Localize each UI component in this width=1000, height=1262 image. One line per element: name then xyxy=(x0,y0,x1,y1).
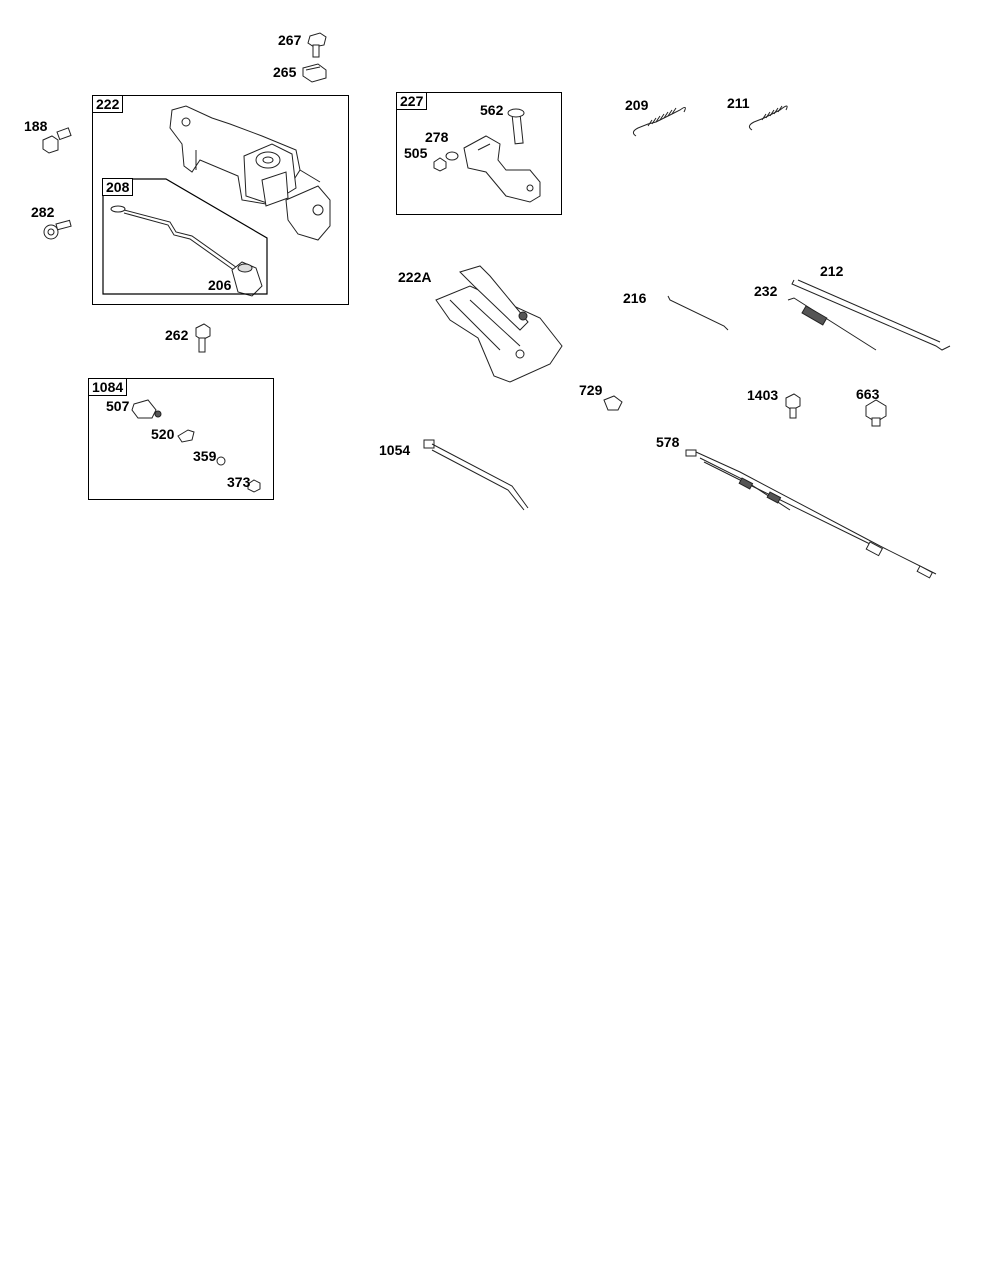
part-label-562: 562 xyxy=(480,102,504,118)
spring-rod-232-drawing xyxy=(787,297,877,351)
part-label-507: 507 xyxy=(106,398,130,414)
plate-520-drawing xyxy=(177,429,195,443)
part-label-282: 282 xyxy=(31,204,55,220)
spring-211-drawing xyxy=(748,105,788,131)
part-label-209: 209 xyxy=(625,97,649,113)
part-label-278: 278 xyxy=(425,129,449,145)
link-216-drawing xyxy=(667,295,729,331)
part-label-359: 359 xyxy=(193,448,217,464)
cable-tie-1054-drawing xyxy=(423,439,529,511)
part-label-262: 262 xyxy=(165,327,189,343)
clamp-507-drawing xyxy=(131,399,162,419)
part-label-578: 578 xyxy=(656,434,680,450)
bolt-267-drawing xyxy=(307,32,327,58)
washer-359-drawing xyxy=(216,456,226,466)
assembly-tag-1084: 1084 xyxy=(88,378,128,396)
part-label-232: 232 xyxy=(754,283,778,299)
governor-bracket-222-drawing xyxy=(169,105,331,241)
part-label-729: 729 xyxy=(579,382,603,398)
clip-265-drawing xyxy=(302,63,327,83)
part-label-373: 373 xyxy=(227,474,251,490)
part-label-267: 267 xyxy=(278,32,302,48)
assembly-tag-222: 222 xyxy=(92,95,124,113)
knob-206-drawing xyxy=(231,261,263,297)
rod-212-drawing xyxy=(791,279,951,351)
part-label-188: 188 xyxy=(24,118,48,134)
part-label-663: 663 xyxy=(856,386,880,402)
control-plate-222A-drawing xyxy=(435,265,563,383)
harness-578-drawing xyxy=(685,449,937,579)
assembly-tag-208: 208 xyxy=(102,178,134,196)
part-label-216: 216 xyxy=(623,290,647,306)
bracket-227-drawing xyxy=(433,108,541,203)
bolt-282-drawing xyxy=(43,219,72,240)
assembly-box-227: 227 xyxy=(396,92,562,215)
bolt-188-drawing xyxy=(42,127,72,154)
nut-373-drawing xyxy=(247,479,261,493)
part-label-211: 211 xyxy=(727,95,750,111)
part-label-222A: 222A xyxy=(398,269,432,285)
assembly-box-208-outline xyxy=(102,178,268,295)
assembly-box-222: 222 xyxy=(92,95,349,305)
part-label-505: 505 xyxy=(404,145,428,161)
part-label-1403: 1403 xyxy=(747,387,779,403)
part-label-1054: 1054 xyxy=(379,442,411,458)
part-label-206: 206 xyxy=(208,277,232,293)
assembly-tag-227: 227 xyxy=(396,92,428,110)
bolt-262-drawing xyxy=(195,323,211,353)
bolt-1403-drawing xyxy=(785,393,801,419)
assembly-box-1084: 1084 xyxy=(88,378,274,500)
fitting-663-drawing xyxy=(865,399,887,427)
clip-729-drawing xyxy=(603,395,623,411)
link-rod-208-drawing xyxy=(110,205,241,274)
part-label-520: 520 xyxy=(151,426,175,442)
part-label-265: 265 xyxy=(273,64,297,80)
part-label-212: 212 xyxy=(820,263,844,279)
spring-209-drawing xyxy=(632,106,686,137)
